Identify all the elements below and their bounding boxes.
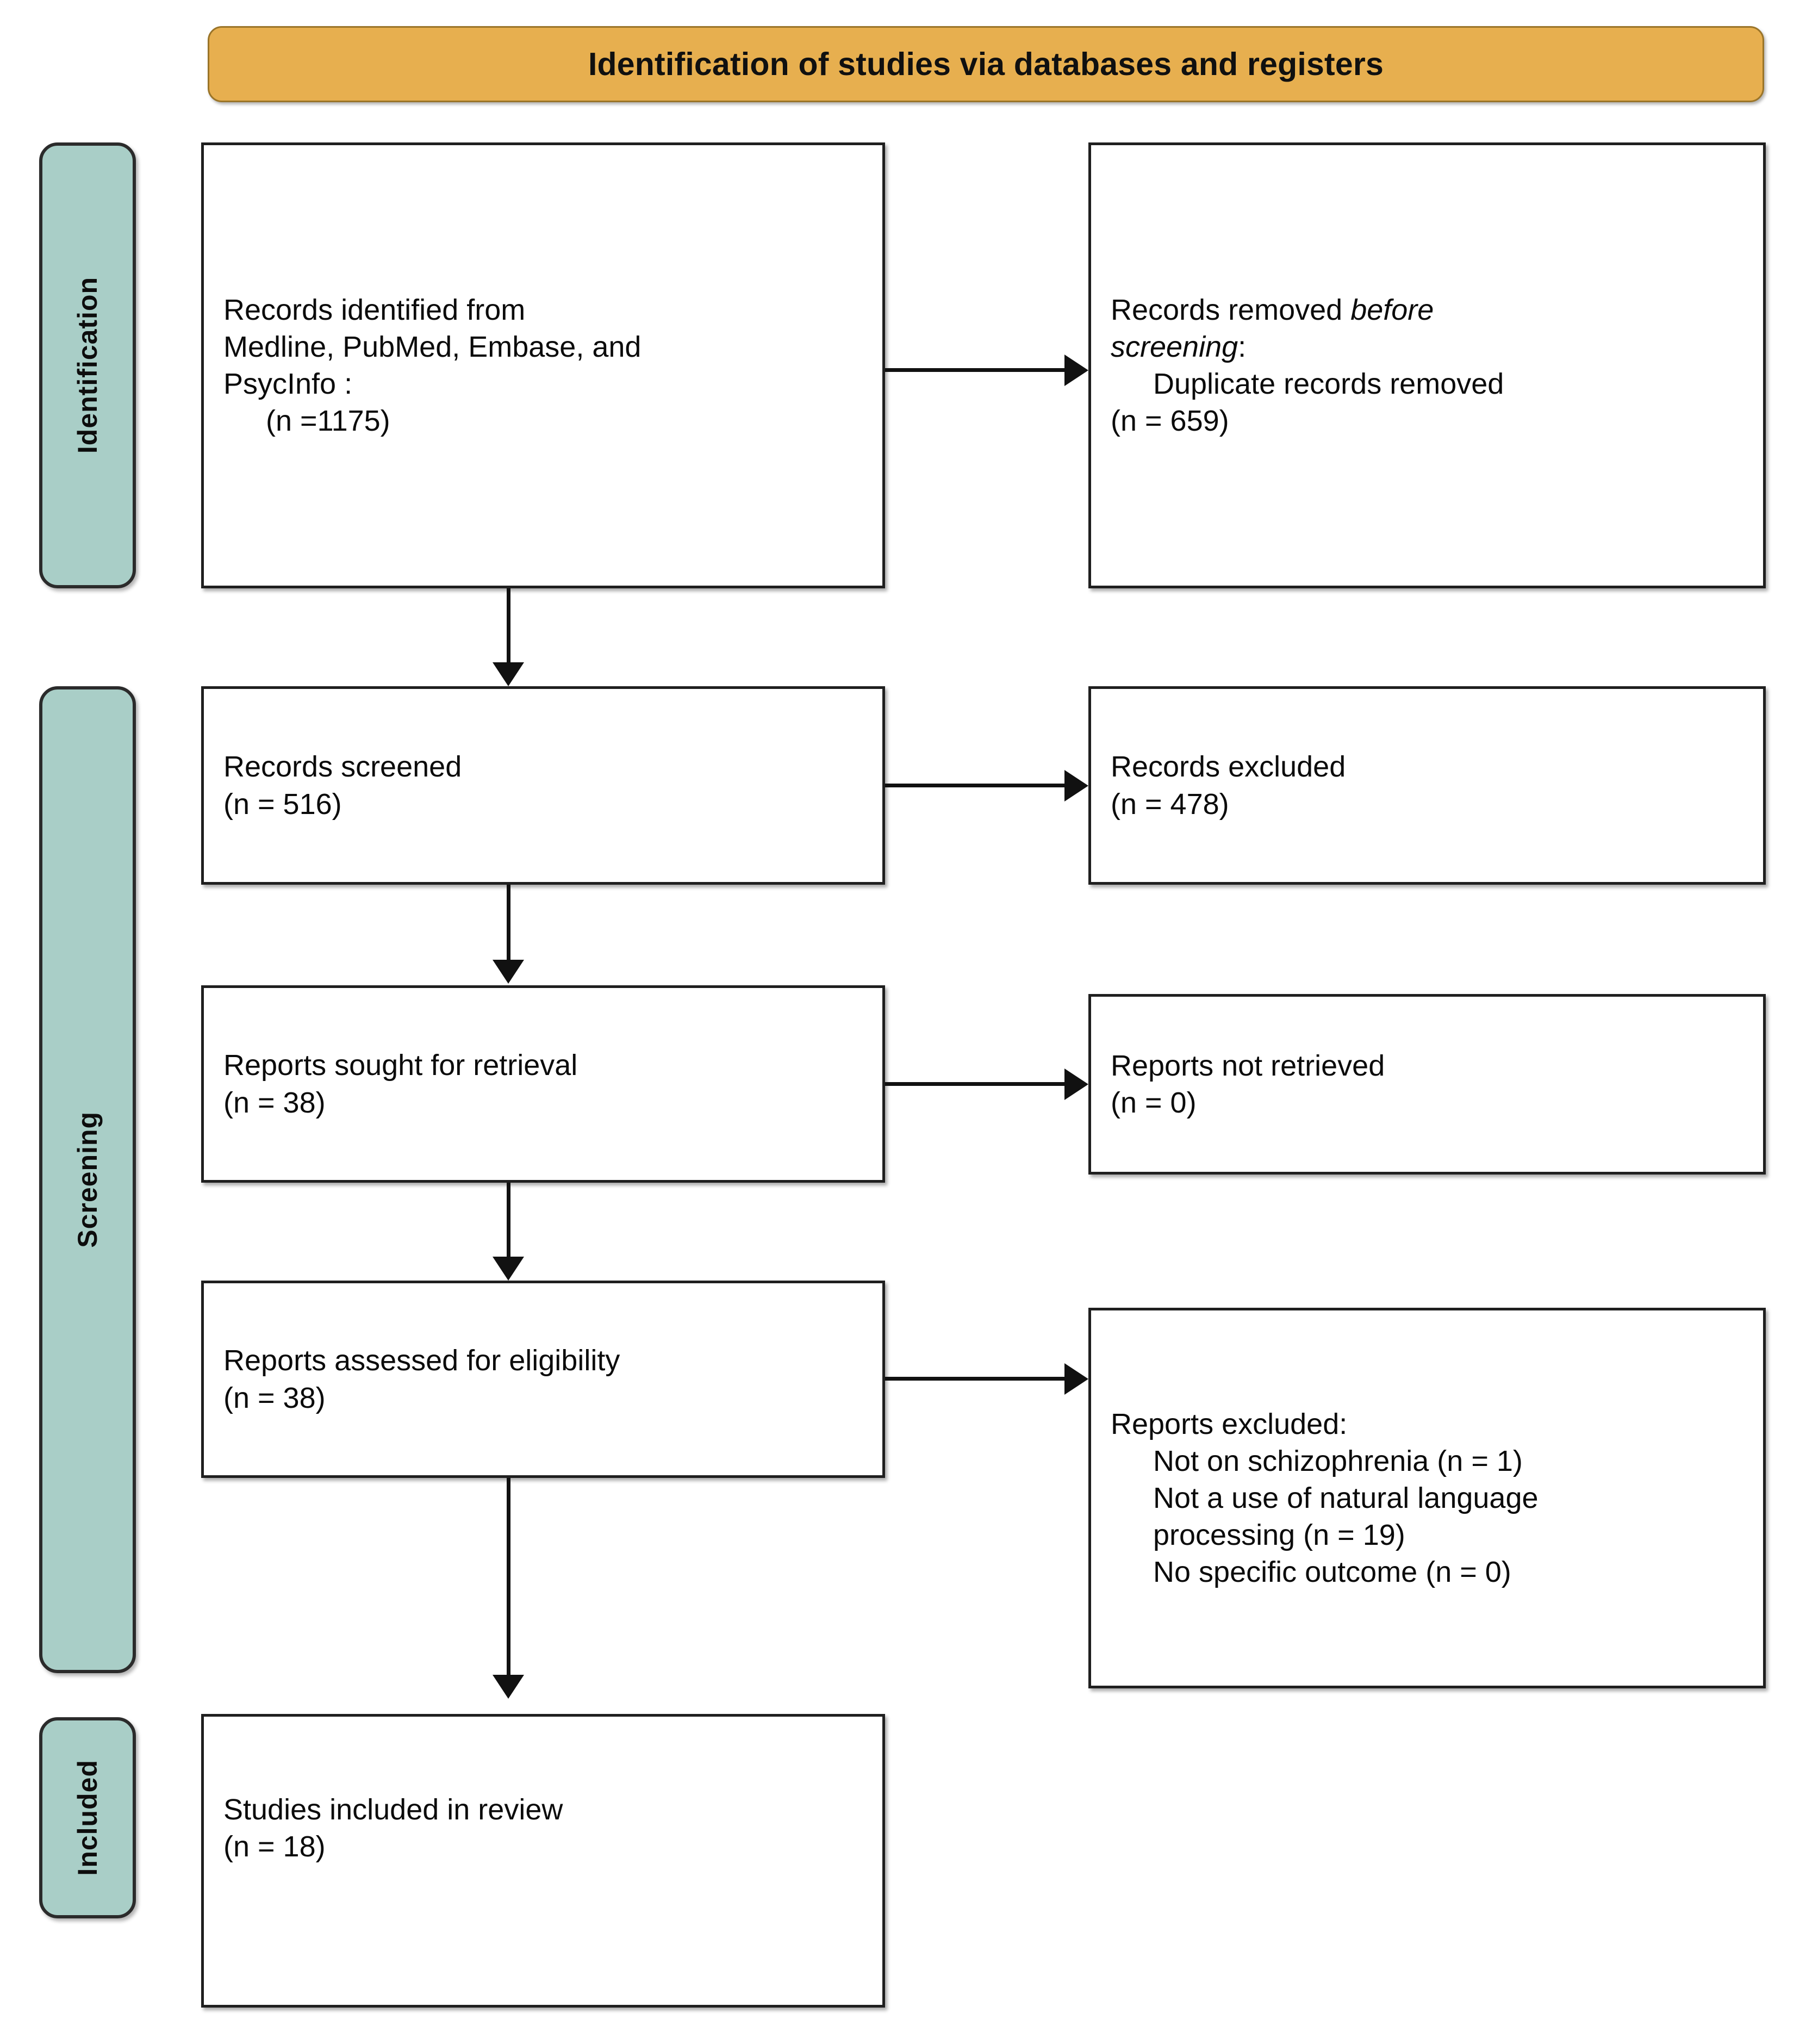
records-identified-count: (n =1175) (266, 405, 390, 438)
connector-identified-to-removed-arrowhead (1064, 355, 1088, 386)
connector-sought-to-notretrieved-arrowhead (1064, 1068, 1088, 1100)
reports-excluded-reason-2b: processing (n = 19) (1153, 1519, 1405, 1552)
records-identified-line3: PsycInfo : (223, 368, 353, 400)
connector-screened-to-excluded-line (885, 784, 1064, 787)
diagram-header-banner: Identification of studies via databases … (208, 26, 1764, 102)
records-excluded-count: (n = 478) (1111, 787, 1229, 821)
node-records-screened: Records screened (n = 516) (201, 686, 885, 885)
reports-not-retrieved-line1: Reports not retrieved (1111, 1049, 1385, 1082)
connector-assessed-to-reportsexcluded-line (885, 1377, 1064, 1381)
node-records-identified-text: Records identified from Medline, PubMed,… (204, 291, 882, 439)
node-records-removed: Records removed before screening: Duplic… (1088, 142, 1766, 588)
phase-label-screening: Screening (72, 1111, 103, 1248)
page-title: Identification of studies via databases … (588, 46, 1384, 82)
reports-excluded-reason-3: No specific outcome (n = 0) (1153, 1556, 1511, 1589)
connector-identified-to-screened-arrowhead (493, 662, 524, 686)
node-reports-not-retrieved: Reports not retrieved (n = 0) (1088, 994, 1766, 1175)
reports-excluded-heading: Reports excluded: (1111, 1407, 1348, 1440)
node-reports-assessed-text: Reports assessed for eligibility (n = 38… (204, 1342, 882, 1416)
studies-included-line1: Studies included in review (223, 1793, 563, 1826)
node-reports-excluded-text: Reports excluded: Not on schizophrenia (… (1091, 1406, 1763, 1591)
records-screened-count: (n = 516) (223, 787, 342, 821)
connector-sought-to-assessed-line (507, 1183, 510, 1264)
node-records-removed-text: Records removed before screening: Duplic… (1091, 291, 1763, 439)
phase-label-identification: Identification (72, 277, 103, 454)
reports-excluded-reason-1: Not on schizophrenia (n = 1) (1153, 1444, 1523, 1477)
node-reports-not-retrieved-text: Reports not retrieved (n = 0) (1091, 1047, 1763, 1121)
connector-screened-to-sought-line (507, 885, 510, 967)
reports-sought-line1: Reports sought for retrieval (223, 1049, 578, 1082)
connector-screened-to-excluded-arrowhead (1064, 770, 1088, 802)
reports-assessed-count: (n = 38) (223, 1381, 326, 1414)
records-excluded-line1: Records excluded (1111, 750, 1346, 784)
node-reports-sought-text: Reports sought for retrieval (n = 38) (204, 1047, 882, 1121)
records-identified-line1: Records identified from (223, 293, 526, 326)
node-reports-sought: Reports sought for retrieval (n = 38) (201, 985, 885, 1183)
node-records-identified: Records identified from Medline, PubMed,… (201, 142, 885, 588)
records-screened-line1: Records screened (223, 750, 462, 784)
records-removed-detail: Duplicate records removed (1153, 368, 1504, 400)
connector-assessed-to-included-arrowhead (493, 1675, 524, 1699)
connector-sought-to-assessed-arrowhead (493, 1257, 524, 1281)
phase-sidebar-identification: Identification (39, 142, 136, 588)
records-removed-count: (n = 659) (1111, 405, 1229, 438)
reports-not-retrieved-count: (n = 0) (1111, 1086, 1197, 1119)
connector-identified-to-removed-line (885, 368, 1064, 372)
connector-assessed-to-reportsexcluded-arrowhead (1064, 1363, 1088, 1395)
reports-sought-count: (n = 38) (223, 1086, 326, 1119)
reports-assessed-line1: Reports assessed for eligibility (223, 1344, 620, 1377)
connector-sought-to-notretrieved-line (885, 1082, 1064, 1086)
node-records-screened-text: Records screened (n = 516) (204, 748, 882, 822)
node-studies-included-text: Studies included in review (n = 18) (204, 1791, 882, 1865)
studies-included-count: (n = 18) (223, 1830, 326, 1863)
connector-screened-to-sought-arrowhead (493, 960, 524, 984)
records-removed-line1: Records removed before (1111, 293, 1434, 326)
records-removed-line2: screening: (1111, 330, 1247, 363)
phase-sidebar-included: Included (39, 1717, 136, 1918)
phase-label-included: Included (72, 1760, 103, 1876)
connector-identified-to-screened-line (507, 588, 510, 670)
node-studies-included: Studies included in review (n = 18) (201, 1714, 885, 2008)
phase-sidebar-screening: Screening (39, 686, 136, 1673)
node-records-excluded: Records excluded (n = 478) (1088, 686, 1766, 885)
node-reports-excluded: Reports excluded: Not on schizophrenia (… (1088, 1308, 1766, 1688)
connector-assessed-to-included-line (507, 1478, 510, 1682)
node-reports-assessed: Reports assessed for eligibility (n = 38… (201, 1281, 885, 1478)
records-identified-line2: Medline, PubMed, Embase, and (223, 330, 642, 363)
node-records-excluded-text: Records excluded (n = 478) (1091, 748, 1763, 822)
reports-excluded-reason-2a: Not a use of natural language (1153, 1481, 1539, 1514)
